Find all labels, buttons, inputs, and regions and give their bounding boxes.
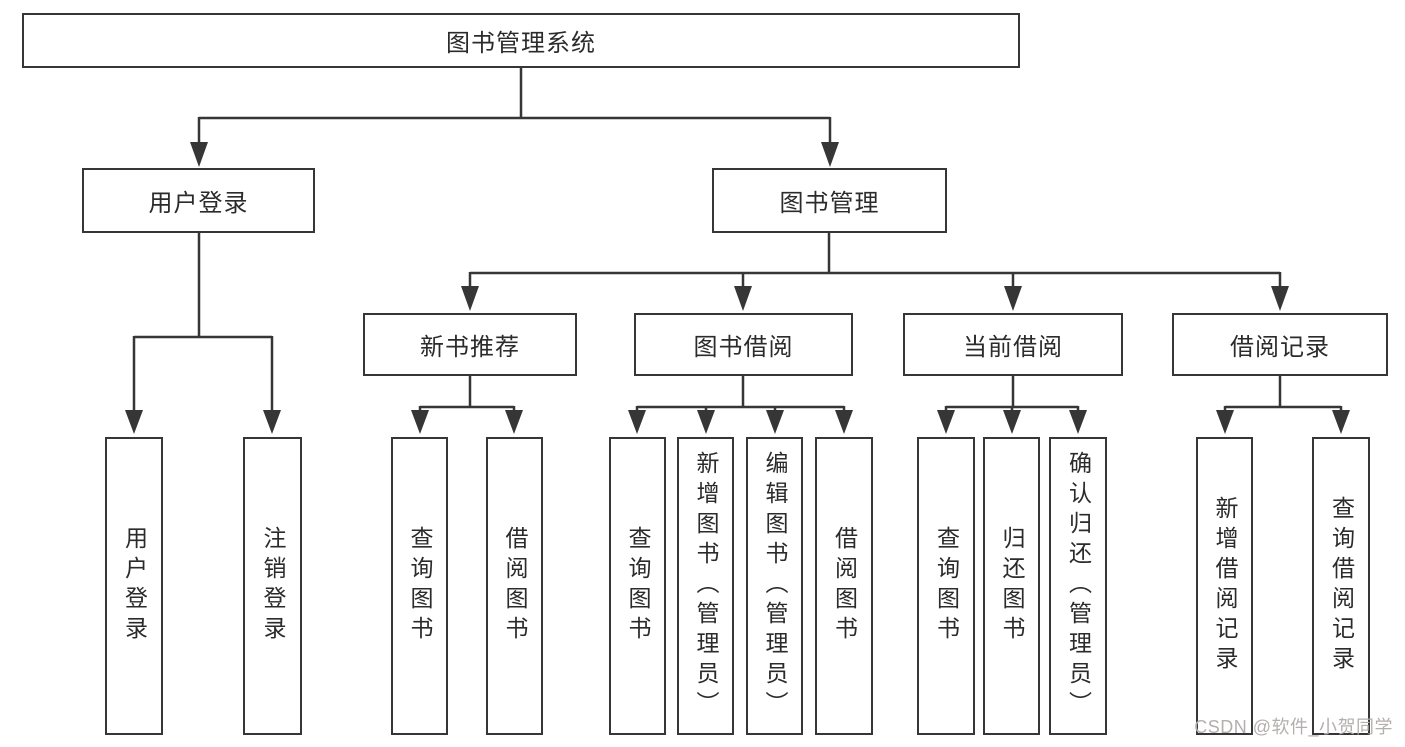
node-current-borrow: 当前借阅 bbox=[903, 313, 1123, 376]
leaf-user-login: 用户登录 bbox=[105, 437, 163, 735]
connector-current-borrow-to-leaves bbox=[937, 374, 1087, 434]
leaf-query-books-2-label: 查询图书 bbox=[625, 526, 651, 646]
arrowhead bbox=[937, 410, 955, 434]
leaf-edit-books-admin-label: 编辑图书（管理员） bbox=[762, 451, 788, 721]
arrowhead bbox=[1004, 286, 1022, 311]
arrowhead bbox=[835, 410, 853, 434]
leaf-query-borrow-record-label: 查询借阅记录 bbox=[1328, 496, 1355, 676]
node-book-management: 图书管理 bbox=[712, 168, 947, 233]
leaf-confirm-return-admin: 确认归还（管理员） bbox=[1049, 437, 1107, 735]
node-book-borrow-label: 图书借阅 bbox=[693, 334, 794, 361]
node-root: 图书管理系统 bbox=[22, 13, 1020, 68]
connector-user-login-to-leaves bbox=[125, 231, 281, 434]
arrowhead bbox=[766, 410, 784, 434]
leaf-edit-books-admin: 编辑图书（管理员） bbox=[746, 437, 803, 735]
leaf-borrow-books-2: 借阅图书 bbox=[815, 437, 873, 735]
leaf-query-books-1: 查询图书 bbox=[391, 437, 448, 735]
node-current-borrow-label: 当前借阅 bbox=[963, 334, 1063, 361]
arrowhead bbox=[821, 142, 839, 167]
leaf-add-borrow-record-label: 新增借阅记录 bbox=[1212, 496, 1238, 676]
arrowhead bbox=[734, 286, 752, 311]
arrowhead bbox=[1069, 410, 1087, 434]
leaf-return-books-label: 归还图书 bbox=[999, 526, 1025, 646]
arrowhead bbox=[461, 286, 479, 311]
arrowhead bbox=[263, 410, 281, 434]
node-user-login-label: 用户登录 bbox=[148, 190, 249, 217]
arrowhead bbox=[1271, 286, 1289, 311]
node-borrow-record-label: 借阅记录 bbox=[1230, 334, 1330, 361]
node-new-book-recommend-label: 新书推荐 bbox=[420, 334, 520, 361]
leaf-return-books: 归还图书 bbox=[983, 437, 1040, 735]
node-book-management-label: 图书管理 bbox=[779, 190, 880, 217]
arrowhead bbox=[697, 410, 715, 434]
connector-root-to-level2 bbox=[190, 66, 839, 167]
leaf-borrow-books-1-label: 借阅图书 bbox=[502, 526, 528, 646]
leaf-user-login-label: 用户登录 bbox=[121, 526, 148, 646]
leaf-borrow-books-1: 借阅图书 bbox=[486, 437, 543, 735]
leaf-logout: 注销登录 bbox=[243, 437, 302, 735]
leaf-add-books-admin-label: 新增图书（管理员） bbox=[693, 451, 719, 721]
arrowhead bbox=[1216, 410, 1234, 434]
leaf-logout-label: 注销登录 bbox=[260, 526, 286, 646]
leaf-query-borrow-record: 查询借阅记录 bbox=[1312, 437, 1370, 735]
leaf-borrow-books-2-label: 借阅图书 bbox=[831, 526, 858, 646]
connector-book-borrow-to-leaves bbox=[628, 374, 853, 434]
arrowhead bbox=[411, 410, 429, 434]
node-root-label: 图书管理系统 bbox=[446, 30, 596, 57]
leaf-query-books-3-label: 查询图书 bbox=[933, 526, 960, 646]
arrowhead bbox=[190, 142, 208, 167]
connector-borrow-record-to-leaves bbox=[1216, 374, 1350, 434]
node-book-borrow: 图书借阅 bbox=[634, 313, 853, 376]
arrowhead bbox=[628, 410, 646, 434]
connector-book-mgmt-to-categories bbox=[461, 231, 1289, 311]
node-user-login: 用户登录 bbox=[82, 168, 315, 233]
arrowhead bbox=[1332, 410, 1350, 434]
leaf-add-borrow-record: 新增借阅记录 bbox=[1196, 437, 1253, 735]
leaf-add-books-admin: 新增图书（管理员） bbox=[677, 437, 734, 735]
leaf-query-books-3: 查询图书 bbox=[917, 437, 975, 735]
leaf-confirm-return-admin-label: 确认归还（管理员） bbox=[1065, 451, 1092, 721]
node-new-book-recommend: 新书推荐 bbox=[363, 313, 577, 376]
arrowhead bbox=[1003, 410, 1021, 434]
connector-new-book-to-leaves bbox=[411, 374, 523, 434]
leaf-query-books-1-label: 查询图书 bbox=[407, 526, 433, 646]
arrowhead bbox=[125, 410, 143, 434]
node-borrow-record: 借阅记录 bbox=[1172, 313, 1388, 376]
arrowhead bbox=[505, 410, 523, 434]
leaf-query-books-2: 查询图书 bbox=[609, 437, 666, 735]
csdn-watermark: CSDN @软件_小贺同学 bbox=[1194, 717, 1393, 737]
